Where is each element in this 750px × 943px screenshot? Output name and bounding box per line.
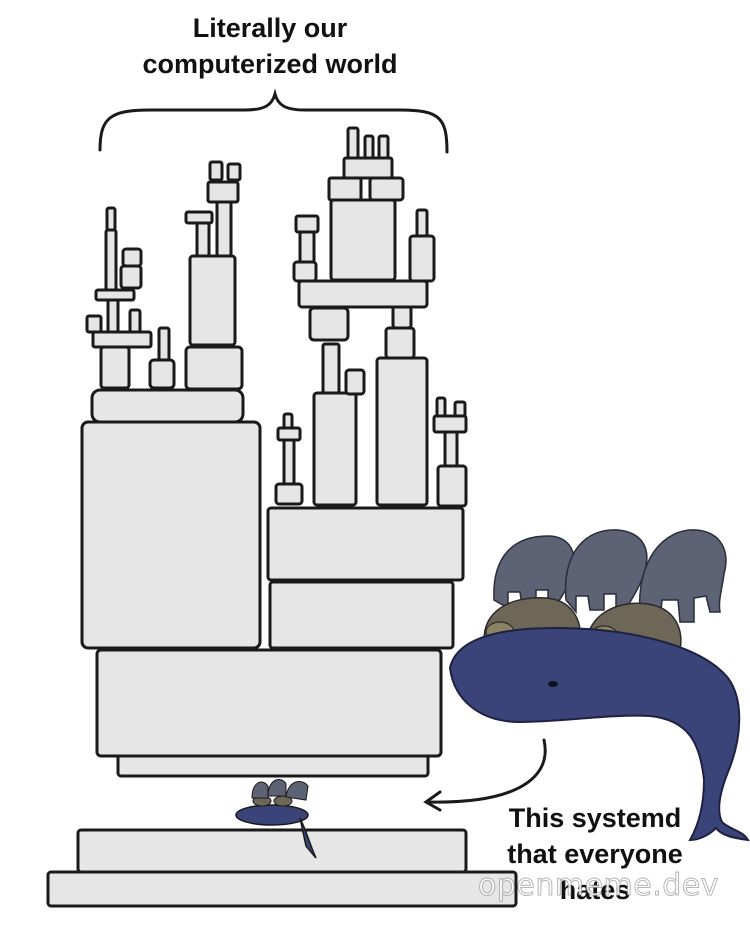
right-column-1-cube [344,368,366,396]
right-column-1-post [321,342,341,395]
top-caption-line-2: computerized world [142,49,398,79]
left-pillar-base [99,345,131,390]
center-column-post-1 [195,220,211,258]
watermark: openmeme.dev [477,868,720,904]
bottom-caption-line-3: hates [559,875,631,905]
right-top-bar [342,156,394,180]
right-column-2 [375,356,429,507]
right-edge-post [415,208,429,238]
small-whale [235,779,317,859]
center-column [188,254,237,347]
small-stack-left-post [282,438,296,486]
curly-brace [98,88,449,154]
right-top-block [329,198,397,282]
top-caption-line-1: Literally our [192,13,348,43]
small-stack-right-post [443,430,459,468]
ground-slab-bottom [46,870,518,908]
right-side-cube [292,260,318,283]
bottom-caption-line-1: This systemd [508,803,682,833]
right-top-post-1 [346,126,360,160]
left-thin-post-2 [104,228,118,292]
right-lower-block [268,580,455,650]
right-side-cap [294,214,320,234]
left-cube-stack-2 [121,247,143,268]
center-column-post-2 [215,198,233,258]
top-caption: Literally our computerized world [110,10,430,82]
small-stack-left-top [282,412,294,430]
right-top-cube-1 [327,176,363,202]
tower-base-block [95,648,443,758]
center-column-top-cube-1 [208,160,224,182]
left-cap-block [90,388,245,424]
right-top-post-3 [377,134,390,160]
left-small-cube-2 [128,308,142,334]
right-mid-cube [308,306,350,342]
left-thin-post-1 [106,298,120,334]
small-stack-right-top-1 [435,396,447,418]
whale-eye [548,681,558,687]
left-small-cube-1 [85,314,103,334]
right-middle-block [266,506,465,582]
right-column-2-cube [391,304,413,330]
left-cube-stack-1 [119,264,143,290]
left-small-pillar [148,358,176,390]
curved-arrow [426,738,547,804]
right-plank [297,279,429,309]
center-column-top-cube-2 [226,162,242,182]
small-stack-right-cap [432,414,468,434]
small-stack-left-cap [276,426,302,442]
left-thin-post-3 [105,206,117,232]
center-column-cap [184,210,214,225]
left-small-post [157,326,171,362]
right-column-1 [312,391,358,507]
center-column-base [184,345,244,391]
left-plank [91,330,153,349]
big-whale-group [448,529,750,842]
center-column-top-block [206,180,240,204]
right-column-2-cap [384,326,416,360]
arrow-head [423,790,442,812]
bottom-caption-line-2: that everyone [507,839,683,869]
right-top-post-2 [363,134,375,160]
right-edge-block [408,234,436,283]
small-stack-right-base [436,464,468,508]
ground-slab-top [76,828,468,874]
right-side-post [298,230,316,266]
small-stack-left-base [274,482,304,506]
bottom-caption: This systemd that everyone hates [480,800,710,908]
whale-body [448,626,750,842]
right-top-cube-2 [368,176,405,202]
small-stack-right-top-2 [453,400,467,418]
left-big-block [80,420,262,650]
left-plank-top [94,288,136,302]
elephants [493,529,727,623]
